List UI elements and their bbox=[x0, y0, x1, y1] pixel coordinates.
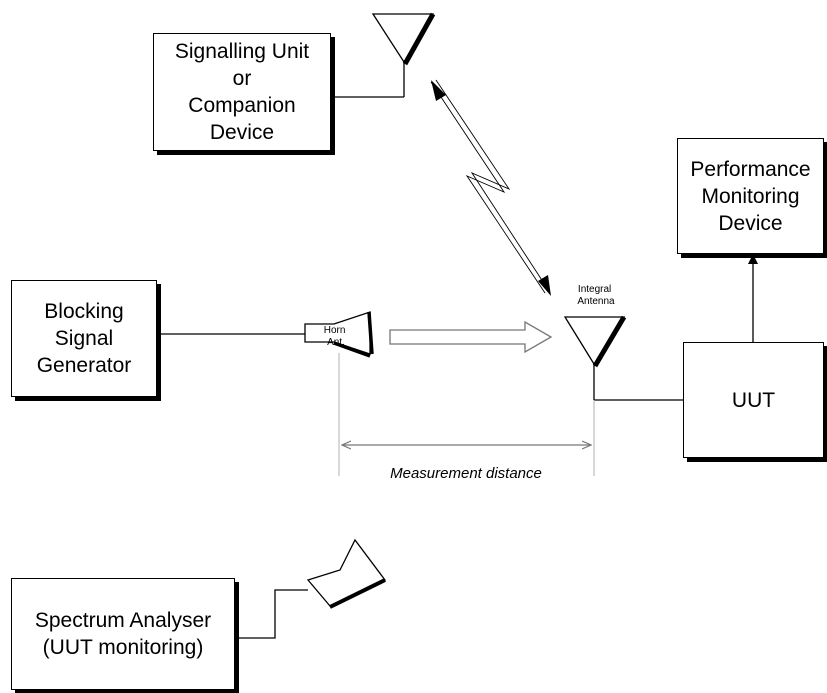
spectrum-analyser-label: Spectrum Analyser (UUT monitoring) bbox=[34, 609, 212, 659]
blocking-signal-generator-box: Blocking Signal Generator bbox=[11, 280, 157, 397]
performance-monitoring-label: Performance Monitoring Device bbox=[690, 157, 811, 235]
blocking-signal-generator-label: Blocking Signal Generator bbox=[36, 300, 132, 377]
measurement-distance-dimension bbox=[338, 353, 595, 476]
signalling-unit-label: Signalling Unit or Companion Device bbox=[174, 40, 310, 144]
transmission-arrow-icon bbox=[389, 320, 553, 354]
spectrum-analyser-box: Spectrum Analyser (UUT monitoring) bbox=[11, 578, 235, 690]
uut-label: UUT bbox=[731, 388, 776, 412]
horn-ant-label: Horn Ant. bbox=[324, 325, 348, 348]
wireless-link-arrow bbox=[430, 79, 551, 296]
horn-antenna-icon bbox=[304, 311, 374, 358]
integral-antenna-icon bbox=[563, 315, 683, 401]
performance-monitoring-box: Performance Monitoring Device bbox=[677, 138, 824, 254]
integral-antenna-label: Integral Antenna bbox=[577, 284, 615, 307]
monitoring-horn-icon bbox=[235, 538, 386, 639]
signalling-unit-box: Signalling Unit or Companion Device bbox=[153, 33, 331, 151]
measurement-distance-label: Measurement distance bbox=[390, 465, 542, 482]
uut-box: UUT bbox=[683, 342, 824, 458]
